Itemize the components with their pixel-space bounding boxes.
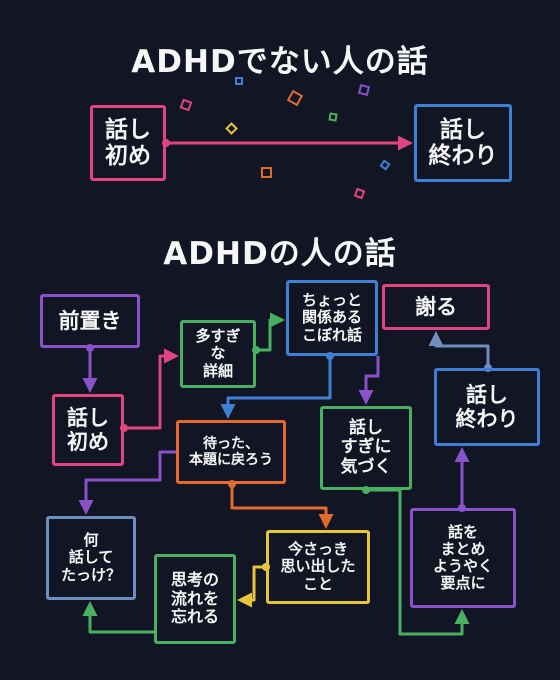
tangent-to-realize [358, 356, 380, 405]
box-tangent: ちょっと 関係ある こぼれ話 [286, 280, 378, 356]
lose-to-what [82, 601, 154, 634]
title-adhd: ADHDの人の話 [163, 236, 397, 272]
box-top-end-label: 話し 終わり [428, 116, 498, 169]
box-too-much-detail: 多すぎ な 詳細 [180, 320, 256, 388]
box-too-much-detail-label: 多すぎ な 詳細 [195, 327, 241, 380]
confetti-square [353, 187, 366, 200]
title-non-adhd: ADHDでない人の話 [131, 44, 429, 80]
detail-to-tangent [256, 312, 285, 352]
confetti-square [179, 98, 193, 112]
box-what-was-i-saying: 何 話して たっけ？ [46, 516, 136, 600]
box-lose-thread: 思考の 流れを 忘れる [154, 554, 236, 644]
box-preamble-label: 前置き [58, 308, 122, 333]
remember-to-lose [237, 565, 266, 608]
box-just-remembered: 今さっき 思い出した こと [266, 530, 370, 604]
box-wrap-up: 話を まとめ ようやく 要点に [410, 508, 516, 608]
box-preamble: 前置き [40, 294, 140, 348]
realize-to-wrap [366, 488, 470, 636]
wait-to-remember [230, 484, 334, 529]
box-wait-label: 待った、 本題に戻ろう [189, 435, 273, 468]
box-realize-label: 話し すぎに 気づく [340, 417, 392, 477]
box-what-was-i-saying-label: 何 話して たっけ？ [60, 531, 121, 584]
box-top-end: 話し 終わり [414, 104, 512, 182]
confetti-square [286, 89, 304, 107]
confetti-square [357, 83, 371, 97]
box-top-start: 話し 初め [90, 105, 166, 181]
end-to-apologize [428, 331, 490, 368]
box-top-start-label: 話し 初め [105, 116, 151, 169]
box-wrap-up-label: 話を まとめ ようやく 要点に [432, 522, 493, 593]
box-end-label: 話し 終わり [455, 382, 519, 431]
box-apologize: 謝る [382, 284, 490, 330]
confetti-square [379, 159, 391, 171]
box-lose-thread-label: 思考の 流れを 忘れる [170, 570, 219, 627]
tangent-to-wait [220, 356, 332, 419]
box-wait: 待った、 本題に戻ろう [176, 420, 286, 484]
wait-to-what [78, 450, 176, 515]
box-just-remembered-label: 今さっき 思い出した こと [280, 540, 356, 593]
confetti-square [328, 112, 338, 122]
box-realize: 話し すぎに 気づく [320, 406, 412, 490]
box-end: 話し 終わり [434, 368, 540, 446]
box-apologize-label: 謝る [415, 294, 457, 319]
confetti-square [261, 167, 272, 178]
box-start: 話し 初め [52, 394, 124, 466]
start-to-detail [124, 348, 179, 430]
box-start-label: 話し 初め [67, 405, 109, 454]
confetti-square [225, 122, 238, 135]
box-tangent-label: ちょっと 関係ある こぼれ話 [301, 291, 362, 344]
confetti-square [235, 77, 243, 85]
